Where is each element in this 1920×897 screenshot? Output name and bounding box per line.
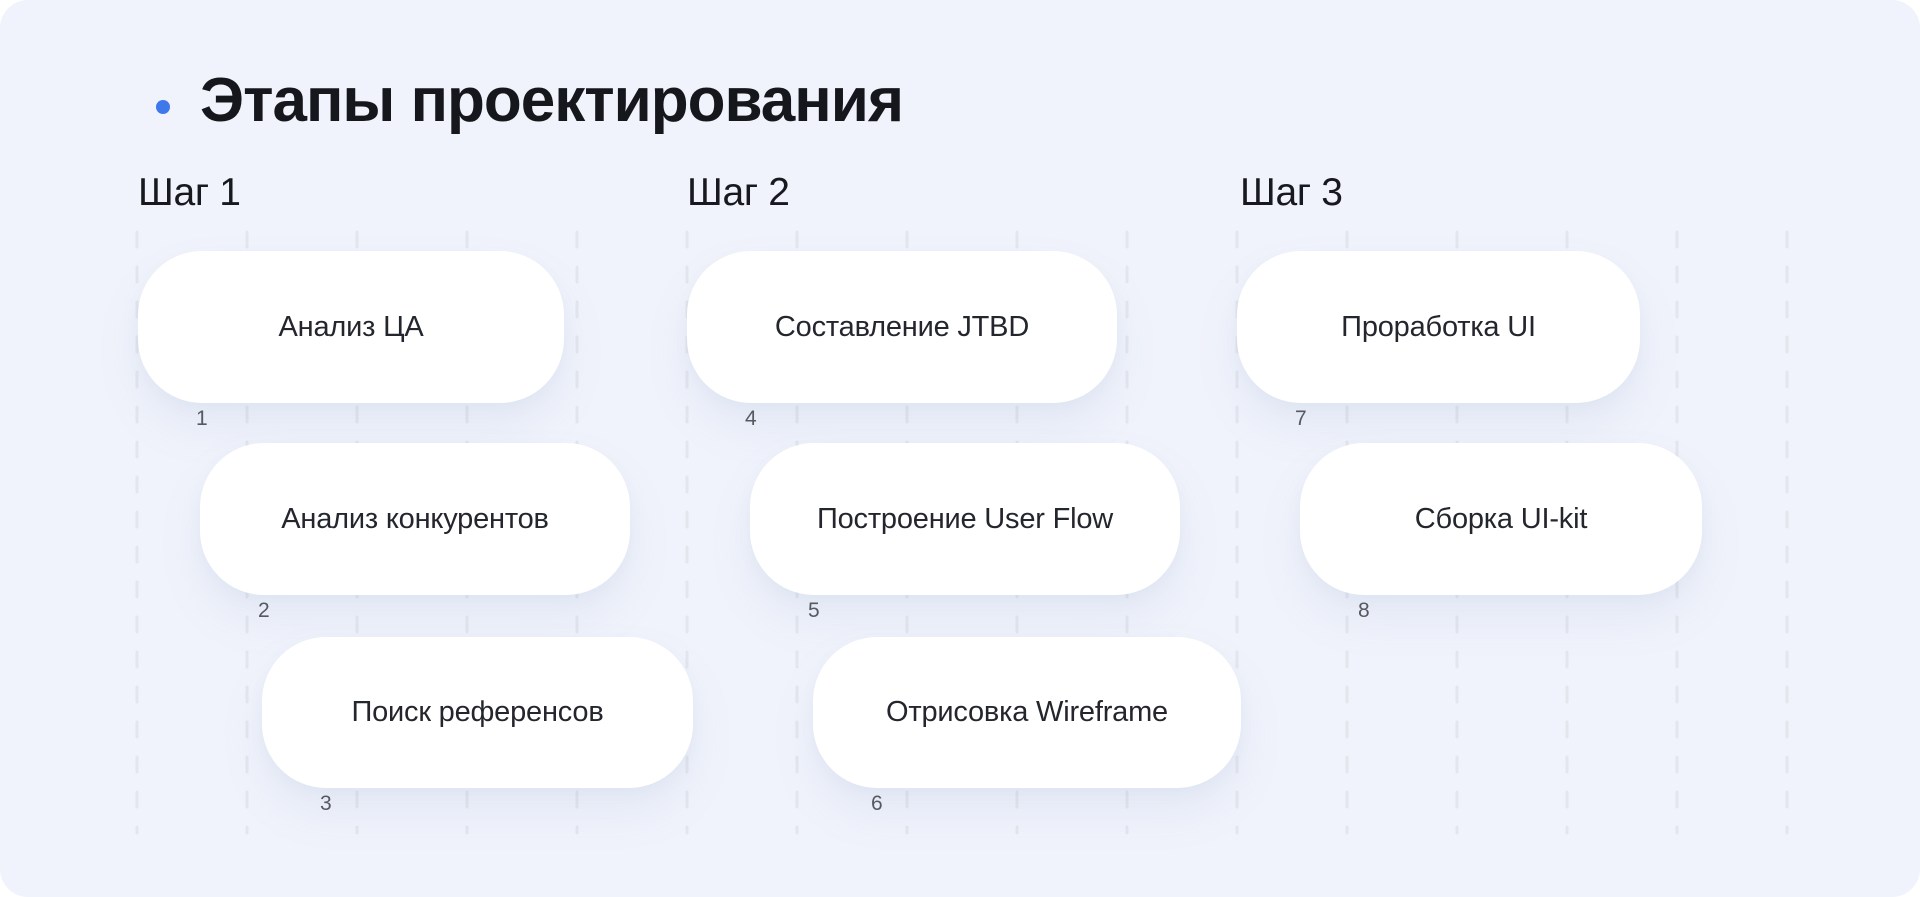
stage-card-label: Анализ ЦА <box>278 310 424 343</box>
stage-card: Составление JTBD <box>687 251 1117 403</box>
stage-number: 7 <box>1295 407 1307 430</box>
step-label: Шаг 3 <box>1240 171 1343 214</box>
stage-card: Анализ конкурентов <box>200 443 630 595</box>
stage-card: Анализ ЦА <box>138 251 564 403</box>
stage-number: 5 <box>808 599 820 622</box>
stage-card: Отрисовка Wireframe <box>813 637 1241 788</box>
stage-card: Поиск референсов <box>262 637 693 788</box>
stage-card: Сборка UI-kit <box>1300 443 1702 595</box>
stage-number: 4 <box>745 407 757 430</box>
bullet-icon <box>156 100 170 114</box>
stage-card: Построение User Flow <box>750 443 1180 595</box>
page-title: Этапы проектирования <box>200 66 904 135</box>
stage-number: 1 <box>196 407 208 430</box>
stage-number: 2 <box>258 599 270 622</box>
stage-card-label: Построение User Flow <box>816 502 1114 535</box>
stage-card-label: Анализ конкурентов <box>281 502 549 535</box>
stage-card-label: Составление JTBD <box>774 310 1030 343</box>
stage-number: 3 <box>320 792 332 815</box>
stage-card-label: Поиск референсов <box>351 696 604 728</box>
step-label: Шаг 1 <box>138 171 241 214</box>
stage-card: Проработка UI <box>1237 251 1640 403</box>
stage-number: 6 <box>871 792 883 815</box>
stage-card-label: Проработка UI <box>1341 310 1536 343</box>
step-label: Шаг 2 <box>687 171 790 214</box>
stage-number: 8 <box>1358 599 1370 622</box>
stage-card-label: Сборка UI-kit <box>1414 502 1588 535</box>
stage-card-label: Отрисовка Wireframe <box>886 696 1168 728</box>
